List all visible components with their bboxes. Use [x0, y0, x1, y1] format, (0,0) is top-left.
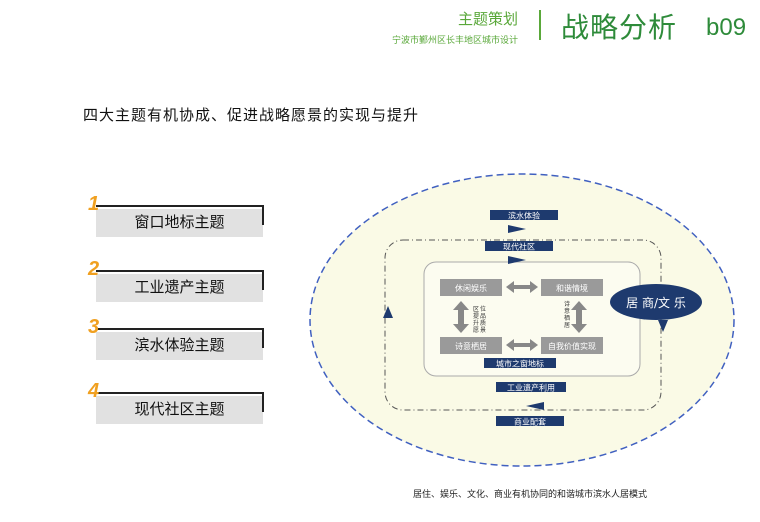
theme-item-2: 2 工业遗产主题	[88, 258, 266, 304]
theme-item-4: 4 现代社区主题	[88, 380, 266, 426]
arrow-down-icon	[658, 320, 668, 332]
main-title: 四大主题有机协成、促进战略愿景的实现与提升	[83, 106, 420, 124]
project-name: 宁波市鄞州区长丰地区城市设计	[391, 36, 518, 46]
label-commerce: 商业配套	[514, 417, 546, 427]
double-arrow-right-icon	[571, 301, 587, 333]
node-leisure	[440, 279, 502, 296]
theme-label: 窗口地标主题	[134, 213, 225, 231]
header-subtitle: 主题策划	[457, 10, 518, 28]
strategy-diagram: 滨水体验 现代社区 城市之窗地标 工业遗产利用 商业配套 休闲娱乐 和谐情境 诗…	[309, 173, 735, 467]
theme-label: 滨水体验主题	[134, 336, 225, 354]
theme-bracket	[96, 392, 264, 412]
theme-box	[96, 274, 263, 302]
arrow-left-icon	[526, 402, 544, 410]
label-landmark: 城市之窗地标	[496, 359, 544, 369]
page-title: 战略分析	[561, 11, 678, 44]
vertical-char: 栖	[564, 314, 570, 322]
node-self-value	[541, 337, 603, 354]
vertical-text-left-col1: 区 提 升 愿	[473, 306, 481, 334]
theme-item-1: 1 窗口地标主题	[88, 193, 266, 239]
label-bar-waterfront	[490, 210, 558, 220]
theme-number: 2	[88, 258, 100, 280]
arrow-right-icon	[508, 256, 526, 264]
double-arrow-left-icon	[453, 301, 469, 333]
outer-loop	[384, 239, 662, 411]
vertical-char: 诗	[564, 300, 570, 308]
label-community: 现代社区	[503, 242, 535, 252]
theme-label: 工业遗产主题	[134, 278, 225, 296]
label-bar-landmark	[484, 358, 556, 368]
node-harmony-label: 和谐情境	[556, 283, 588, 293]
vertical-text-left-col2: 位 品 质 景	[480, 305, 488, 334]
arrow-right-icon	[508, 225, 526, 233]
label-waterfront: 滨水体验	[508, 211, 540, 221]
theme-box	[96, 332, 263, 360]
page-code: b09	[706, 14, 747, 41]
vertical-text-right: 诗意栖居	[564, 300, 570, 329]
theme-label: 现代社区主题	[134, 400, 225, 418]
node-dwelling	[440, 337, 502, 354]
label-bar-commerce	[496, 416, 564, 426]
outer-ellipse	[309, 173, 735, 467]
label-bar-industrial	[496, 382, 566, 392]
theme-number: 1	[88, 193, 100, 215]
node-harmony	[541, 279, 603, 296]
bubble-label: 居 商/文 乐	[626, 295, 686, 310]
theme-number: 4	[88, 380, 100, 402]
node-self-value-label: 自我价值实现	[548, 341, 596, 351]
theme-box	[96, 209, 263, 237]
double-arrow-bottom-icon	[506, 339, 538, 351]
node-dwelling-label: 诗意栖居	[455, 341, 487, 351]
diagram-caption: 居住、娱乐、文化、商业有机协同的和谐城市滨水人居模式	[413, 490, 648, 500]
node-leisure-label: 休闲娱乐	[455, 283, 487, 293]
vertical-char: 意	[564, 307, 570, 315]
theme-bracket	[96, 270, 264, 290]
theme-bracket	[96, 205, 264, 225]
theme-item-3: 3 滨水体验主题	[88, 316, 266, 362]
arrow-up-icon	[383, 306, 393, 318]
theme-number: 3	[88, 316, 100, 338]
header-divider	[539, 10, 541, 40]
label-bar-community	[485, 241, 553, 251]
bubble-living-commerce	[610, 284, 702, 320]
vertical-char: 居	[564, 322, 570, 329]
theme-box	[96, 396, 263, 424]
theme-bracket	[96, 328, 264, 348]
label-industrial: 工业遗产利用	[507, 383, 555, 393]
double-arrow-top-icon	[506, 281, 538, 293]
